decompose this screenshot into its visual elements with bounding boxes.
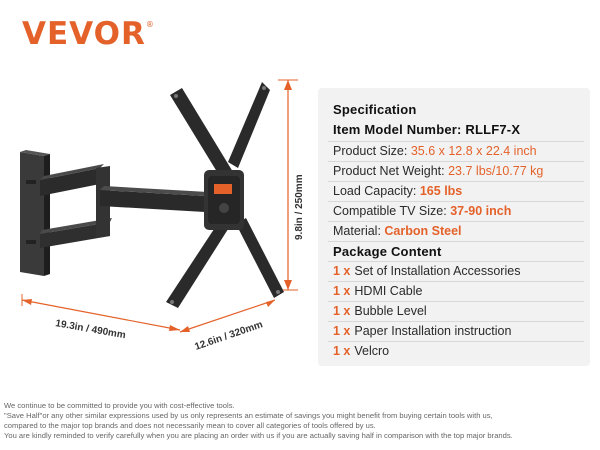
arm-lower bbox=[40, 218, 112, 248]
divider bbox=[328, 281, 584, 282]
divider bbox=[328, 301, 584, 302]
package-content-title: Package Content bbox=[333, 244, 442, 259]
width-label: 19.3in / 490mm bbox=[54, 318, 126, 341]
net-weight-label: Product Net Weight: bbox=[333, 164, 449, 178]
package-item-name: Set of Installation Accessories bbox=[354, 264, 521, 278]
divider bbox=[328, 221, 584, 222]
height-dimension: 9.8in / 250mm bbox=[278, 79, 305, 291]
material-label: Material: bbox=[333, 224, 385, 238]
divider bbox=[328, 341, 584, 342]
disclaimer-text: We continue to be committed to provide y… bbox=[4, 401, 598, 441]
registered-mark: ® bbox=[145, 20, 155, 29]
depth-dimension: 12.6in / 320mm bbox=[179, 299, 276, 353]
height-label: 9.8in / 250mm bbox=[294, 174, 305, 240]
divider bbox=[328, 181, 584, 182]
tv-size-value: 37-90 inch bbox=[450, 204, 512, 218]
disclaimer-line: You are kindly reminded to verify carefu… bbox=[4, 431, 513, 440]
net-weight-row: Product Net Weight: 23.7 lbs/10.77 kg bbox=[333, 162, 543, 181]
disclaimer-line: compared to the major top brands and doe… bbox=[4, 421, 376, 430]
package-item-qty: 1 x bbox=[333, 344, 351, 358]
specification-panel: Specification Item Model Number: RLLF7-X… bbox=[318, 88, 590, 366]
load-capacity-row: Load Capacity: 165 lbs bbox=[333, 182, 462, 201]
package-item-name: HDMI Cable bbox=[354, 284, 423, 298]
package-item-name: Velcro bbox=[354, 344, 390, 358]
package-item-qty: 1 x bbox=[333, 284, 351, 298]
disclaimer-line: We continue to be committed to provide y… bbox=[4, 401, 235, 410]
package-item-name: Paper Installation instruction bbox=[354, 324, 512, 338]
load-capacity-value: 165 lbs bbox=[419, 184, 463, 198]
package-item-qty: 1 x bbox=[333, 304, 351, 318]
brand-name: VEVOR bbox=[22, 16, 146, 52]
divider bbox=[328, 161, 584, 162]
material-row: Material: Carbon Steel bbox=[333, 222, 462, 241]
tv-bracket bbox=[166, 82, 284, 308]
brand-logo: VEVOR® bbox=[22, 16, 155, 52]
width-dimension: 19.3in / 490mm bbox=[21, 294, 181, 341]
net-weight-value: 23.7 lbs/10.77 kg bbox=[448, 164, 544, 178]
tv-wall-mount-illustration: 9.8in / 250mm 19.3in / 490mm 12.6in / 32… bbox=[20, 79, 305, 353]
load-capacity-label: Load Capacity: bbox=[333, 184, 420, 198]
divider bbox=[328, 201, 584, 202]
disclaimer-line: "Save Half"or any other similar expressi… bbox=[4, 411, 493, 420]
tv-size-label: Compatible TV Size: bbox=[333, 204, 451, 218]
wall-plate bbox=[20, 150, 50, 276]
tv-size-row: Compatible TV Size: 37-90 inch bbox=[333, 202, 511, 221]
product-size-row: Product Size: 35.6 x 12.8 x 22.4 inch bbox=[333, 142, 537, 161]
divider bbox=[328, 241, 584, 242]
product-size-value: 35.6 x 12.8 x 22.4 inch bbox=[410, 144, 537, 158]
product-size-label: Product Size: bbox=[333, 144, 411, 158]
package-item-name: Bubble Level bbox=[354, 304, 427, 318]
model-number: Item Model Number: RLLF7-X bbox=[333, 122, 521, 137]
divider bbox=[328, 141, 584, 142]
package-item-qty: 1 x bbox=[333, 324, 351, 338]
divider bbox=[328, 321, 584, 322]
arm-extension bbox=[100, 186, 208, 212]
material-value: Carbon Steel bbox=[384, 224, 462, 238]
divider bbox=[328, 261, 584, 262]
specification-title: Specification bbox=[333, 102, 417, 117]
package-item-qty: 1 x bbox=[333, 264, 351, 278]
